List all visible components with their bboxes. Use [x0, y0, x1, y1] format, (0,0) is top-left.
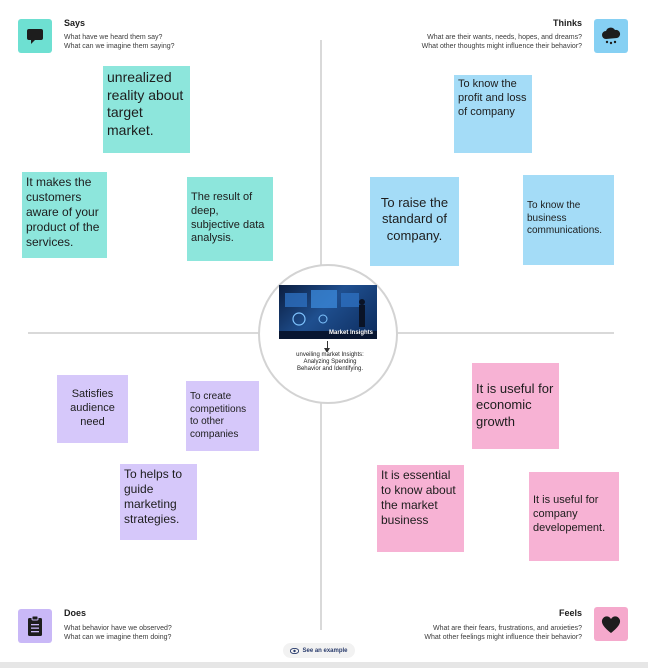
eye-icon	[290, 647, 300, 654]
thought-cloud-icon	[594, 19, 628, 53]
feels-prompt-2: What other feelings might influence thei…	[424, 634, 582, 641]
feels-note-3[interactable]: It is useful for company developement.	[529, 472, 619, 561]
speech-bubble-icon	[18, 19, 52, 53]
says-note-3[interactable]: The result of deep, subjective data anal…	[187, 177, 273, 261]
does-note-1[interactable]: Satisfies audience need	[57, 375, 128, 443]
feels-prompt-1: What are their fears, frustrations, and …	[432, 625, 582, 632]
thinks-note-2[interactable]: To raise the standard of company.	[370, 177, 459, 266]
thinks-prompt-1: What are their wants, needs, hopes, and …	[427, 34, 582, 41]
thinks-title: Thinks	[552, 18, 582, 28]
says-note-2[interactable]: It makes the customers aware of your pro…	[22, 172, 107, 258]
dashboard-screens-graphic	[279, 290, 377, 339]
thinks-note-3[interactable]: To know the business communications.	[523, 175, 614, 265]
arrow-line	[327, 341, 328, 351]
market-insights-label: Market Insights	[328, 330, 373, 336]
says-prompt-2: What can we imagine them saying?	[64, 43, 175, 50]
does-prompt-2: What can we imagine them doing?	[64, 634, 172, 641]
thinks-note-1[interactable]: To know the profit and loss of company	[454, 75, 532, 153]
see-example-button[interactable]: See an example	[283, 643, 355, 658]
does-title: Does	[64, 608, 87, 618]
says-note-1[interactable]: unrealized reality about target market.	[103, 66, 190, 153]
arrow-down-icon	[324, 348, 330, 353]
heart-icon	[594, 607, 628, 641]
does-note-3[interactable]: To helps to guide marketing strategies.	[120, 464, 197, 540]
says-title: Says	[64, 18, 86, 28]
bottom-scrollbar[interactable]	[0, 662, 648, 668]
feels-title: Feels	[558, 608, 582, 618]
persona-caption: unveiling market Insights: Analyzing Spe…	[294, 352, 366, 388]
feels-note-1[interactable]: It is useful for economic growth	[472, 363, 559, 449]
market-insights-image[interactable]: Market Insights	[279, 285, 377, 339]
feels-note-2[interactable]: It is essential to know about the market…	[377, 465, 464, 552]
does-prompt-1: What behavior have we observed?	[64, 625, 172, 632]
see-example-label: See an example	[302, 647, 348, 654]
does-note-2[interactable]: To create competitions to other companie…	[186, 381, 259, 451]
says-prompt-1: What have we heard them say?	[64, 34, 163, 41]
thinks-prompt-2: What other thoughts might influence thei…	[421, 43, 582, 50]
clipboard-icon	[18, 609, 52, 643]
